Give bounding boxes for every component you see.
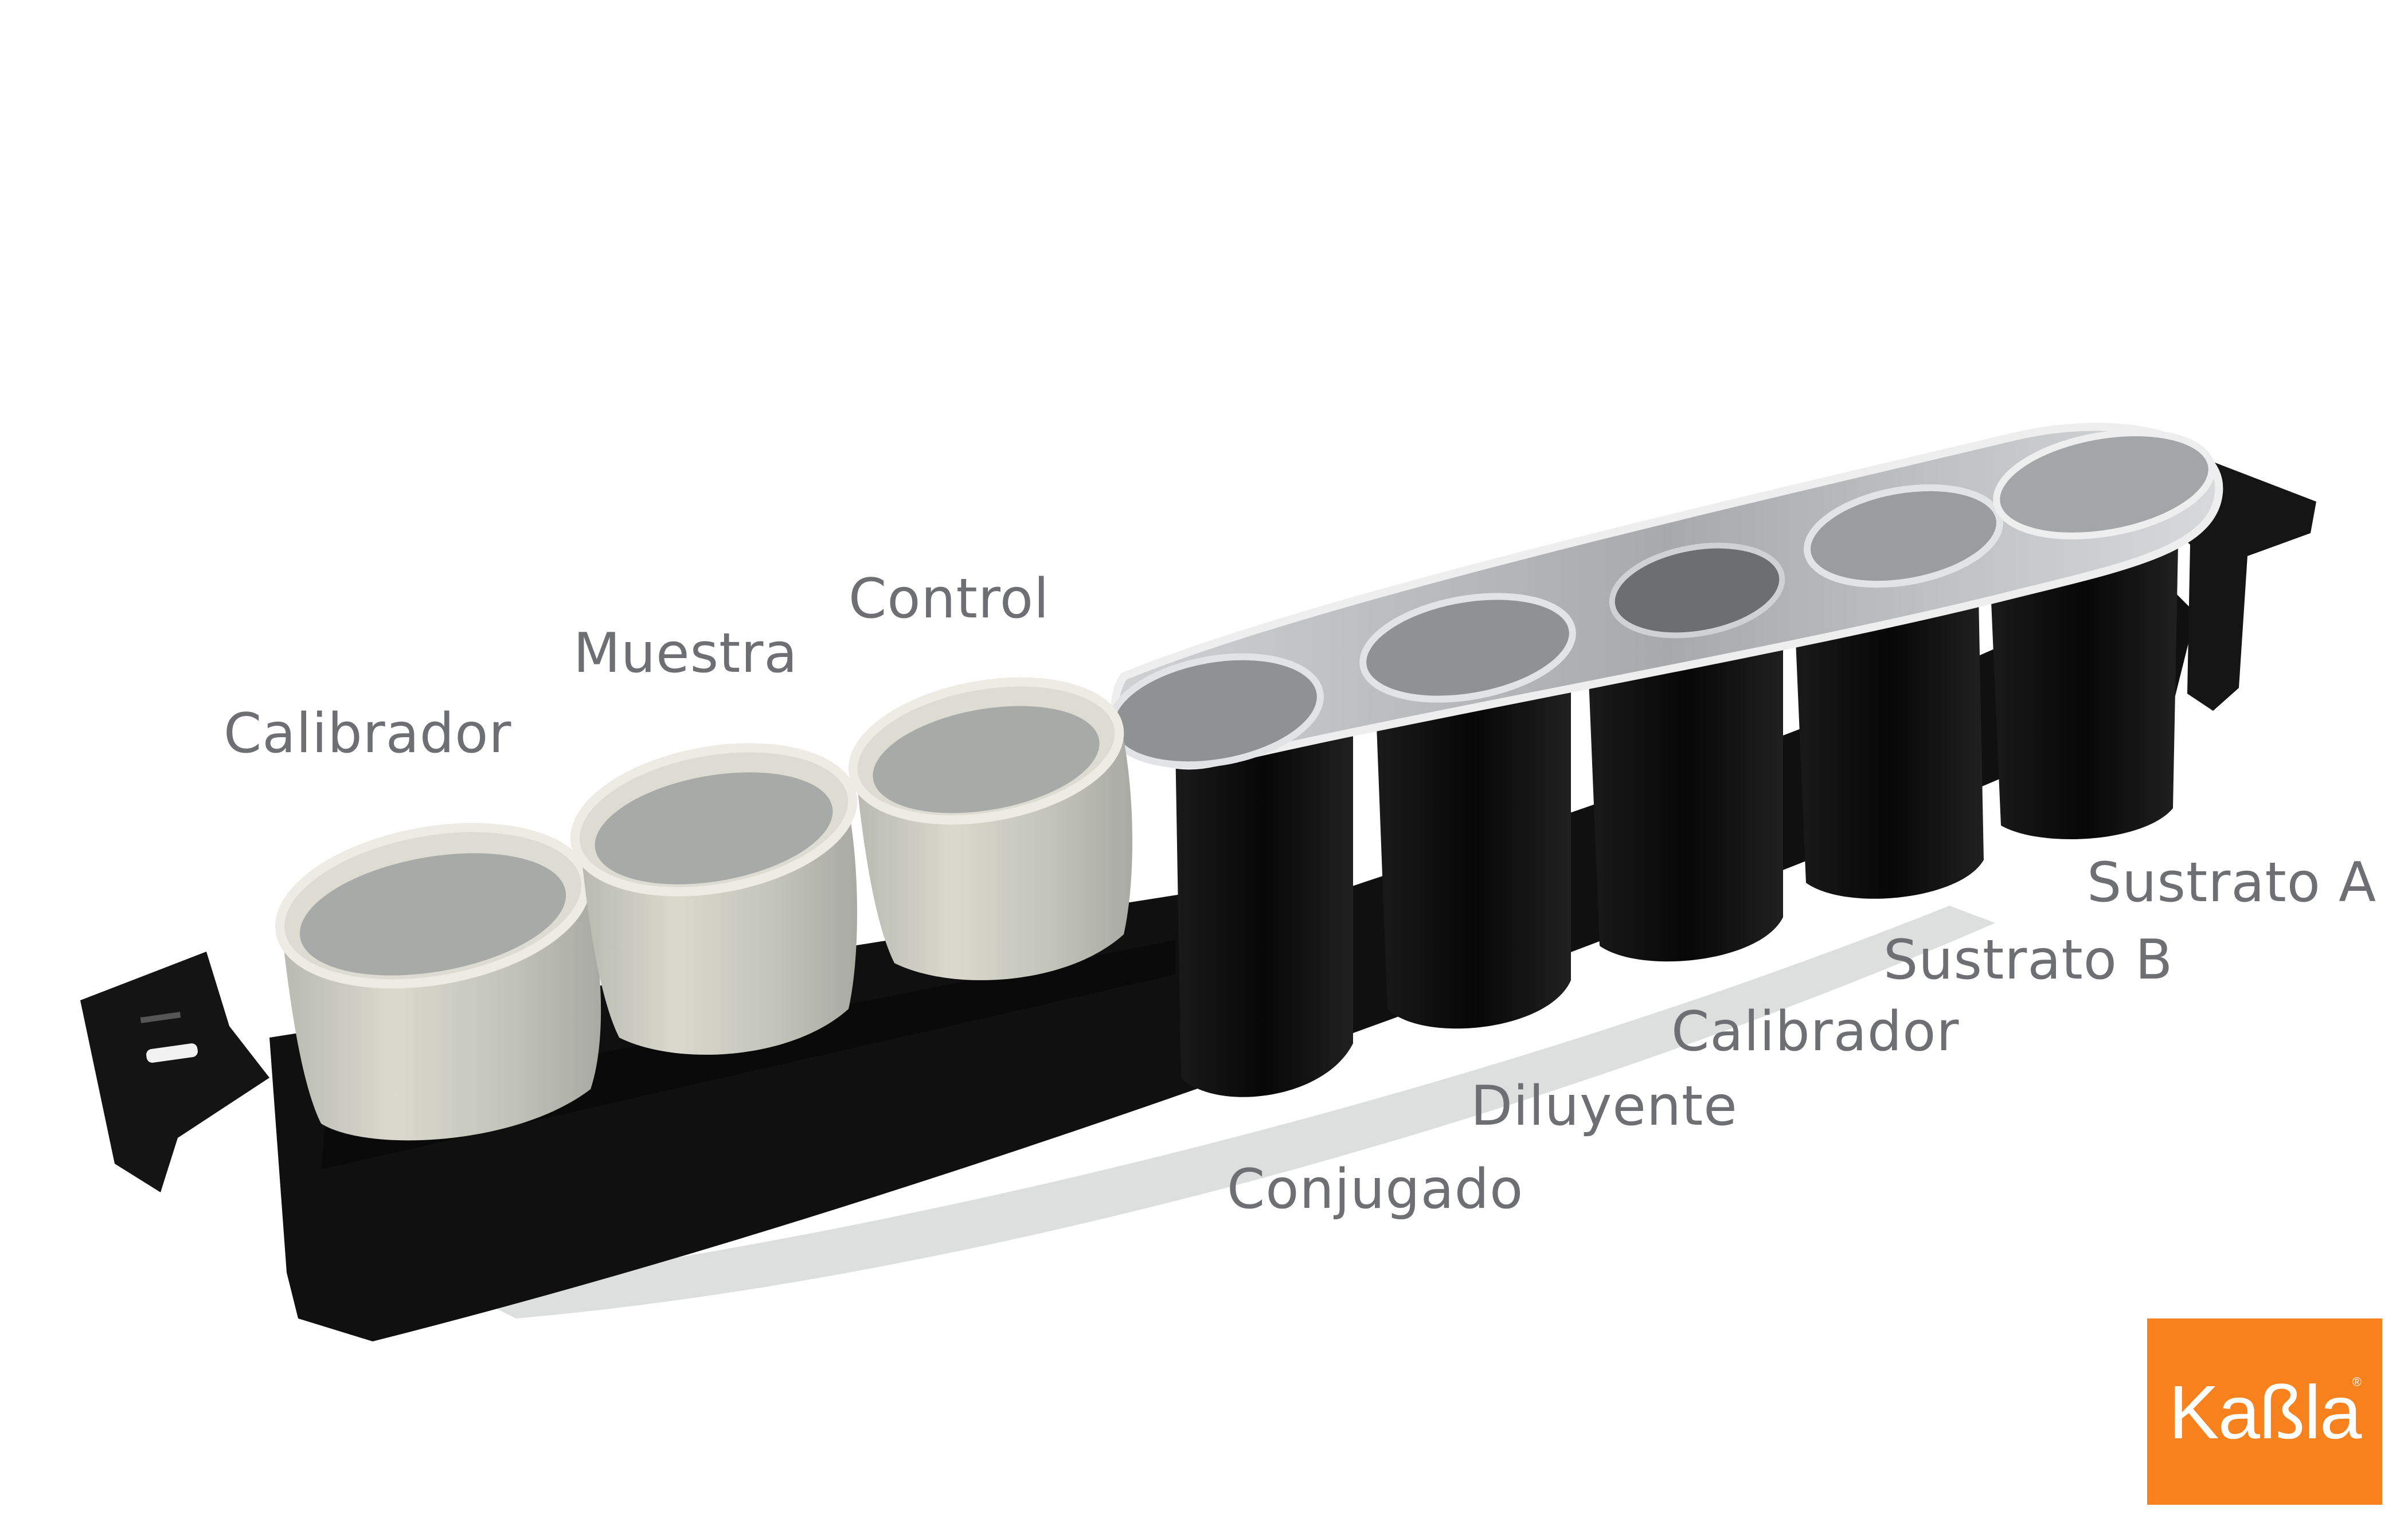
foil-well-4 [1804, 484, 2003, 588]
sealed-well-3 [1588, 619, 1783, 962]
label-calibrador: Calibrador [224, 702, 512, 765]
foil-well-2 [1359, 593, 1576, 703]
label-conjugado: Conjugado [1227, 1158, 1524, 1221]
strip-shadow [459, 906, 1995, 1318]
sealed-well-4 [1795, 568, 1984, 899]
open-cup-muestra [570, 743, 858, 1055]
open-cups [275, 677, 1132, 1141]
brand-logo-text: Kaßla [2168, 1370, 2362, 1454]
label-control: Control [849, 568, 1050, 631]
label-sustrato-b: Sustrato B [1883, 929, 2174, 992]
open-cup-control [848, 677, 1132, 980]
foil-well-3 [1609, 542, 1785, 639]
brand-logo: Kaßla ® [2147, 1318, 2382, 1505]
foil-seal [1107, 422, 2223, 770]
label-diluyente: Diluyente [1471, 1075, 1738, 1138]
foil-well-5 [1993, 429, 2215, 539]
sealed-well-1 [1175, 722, 1353, 1097]
registered-mark: ® [2352, 1375, 2362, 1389]
label-muestra: Muestra [573, 622, 798, 685]
open-cup-calibrador [275, 823, 601, 1141]
sealed-well-2 [1376, 671, 1571, 1029]
sealed-well-5 [1989, 516, 2179, 839]
label-sustrato-a: Sustrato A [2087, 851, 2377, 914]
label-calibrador-sealed: Calibrador [1671, 1000, 1960, 1063]
sealed-wells [1175, 516, 2179, 1097]
left-end-tab [80, 952, 269, 1192]
